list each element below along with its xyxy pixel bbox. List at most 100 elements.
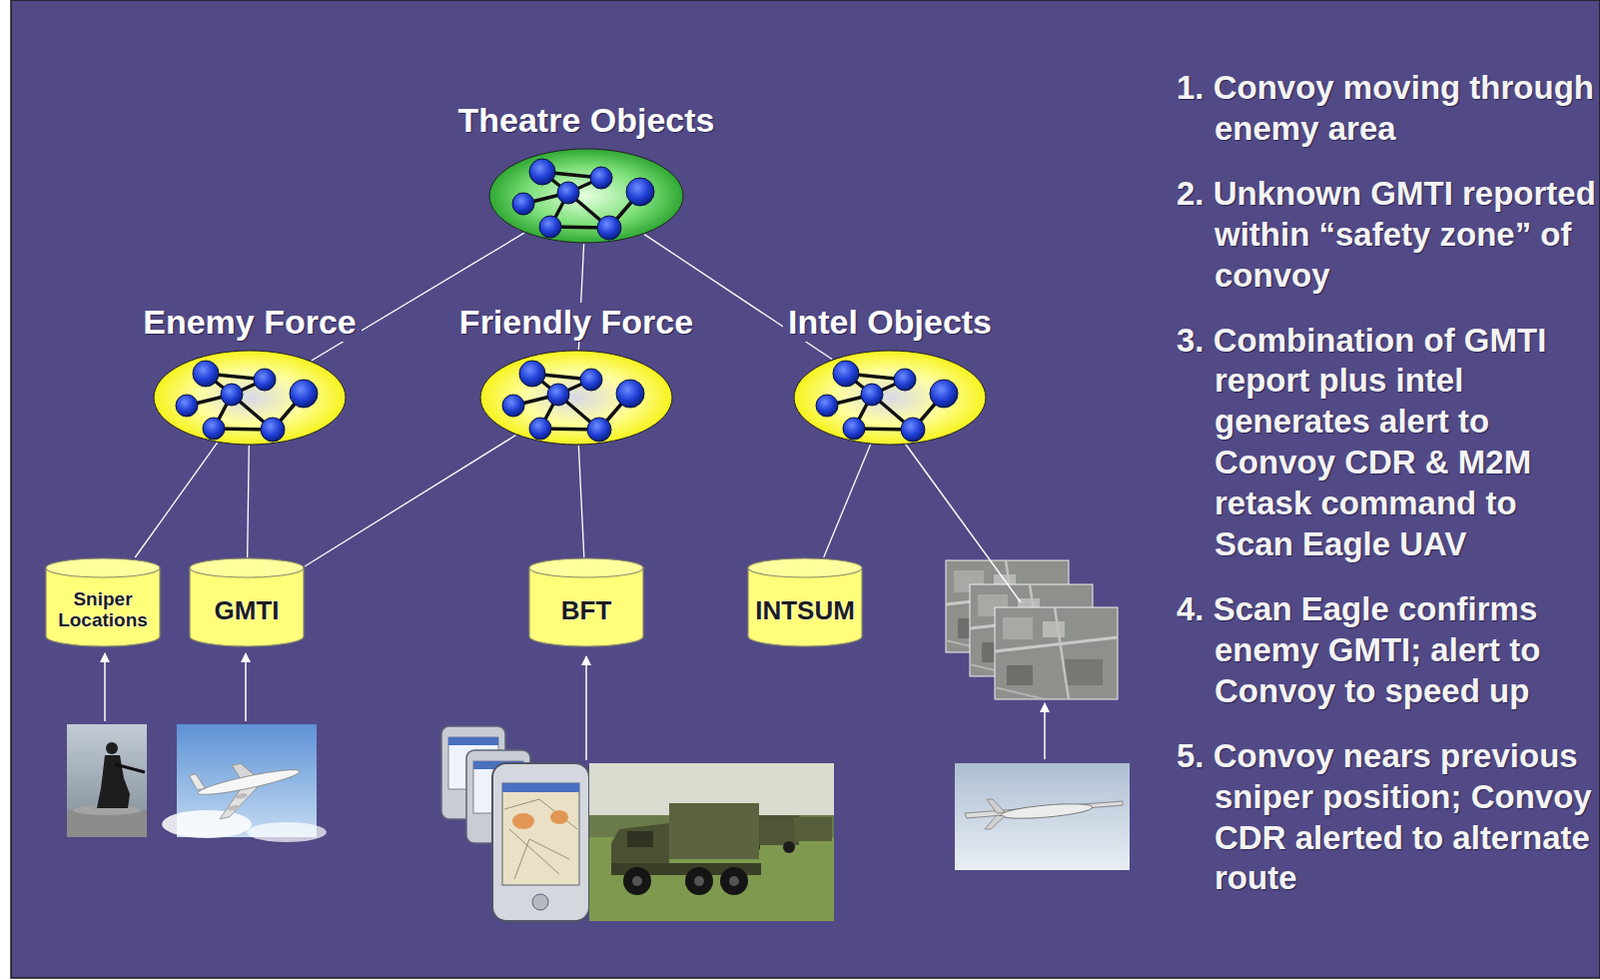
network-dot [587,417,612,442]
cylinder-body [189,567,304,647]
network-dot [860,383,883,406]
cylinder-body [748,567,862,647]
slide-background [10,0,1600,978]
uav-photo [1000,800,1094,821]
feed-arrows [585,656,588,761]
group-heading: Friendly Force [454,302,699,342]
aircraft-photo [161,809,252,838]
connector-line [823,444,871,558]
store-label: GMTI [214,596,280,625]
handheld-devices [492,763,590,921]
aerial-image-stack [945,560,1118,700]
network-shape [479,349,674,446]
network-dot [590,166,613,189]
ellipse-fill [794,350,986,445]
uav-photo [984,814,1005,829]
scenario-step: 2. Unknown GMTI reported within “safety … [1176,173,1597,297]
handheld-devices [502,783,580,793]
convoy-photo [589,763,834,921]
cylinder-body [45,567,160,647]
network-dot [616,379,645,408]
handheld-devices [550,809,569,824]
handheld-devices [532,893,549,910]
store-label: Sniper Locations [44,589,161,631]
ellipse-outline [793,349,987,446]
cylinder-cap [529,558,644,578]
group-heading: Intel Objects [783,302,997,342]
handheld-devices [512,812,535,829]
convoy-photo [589,763,834,921]
convoy-photo [627,830,654,847]
network-dot [557,181,580,204]
database-cylinder: INTSUM [747,557,863,648]
network-dot [539,215,562,238]
network-graph [815,360,958,442]
network-dot [597,215,622,240]
scenario-step: 3. Combination of GMTI report plus intel… [1176,320,1597,566]
sniper-photo [66,724,147,837]
aircraft-photo [234,792,248,800]
network-dot [253,368,276,391]
network-dot [815,394,838,417]
convoy-photo [669,802,760,859]
ellipse-fill [489,148,684,243]
group-heading: Theatre Objects [453,100,721,140]
database-cylinder: GMTI [188,557,305,648]
feed-arrows [1043,703,1046,760]
scenario-step: 1. Convoy moving through enemy area [1176,67,1597,150]
network-dot [289,379,318,408]
aircraft-photo [188,752,306,824]
uav-photo [986,799,1005,813]
convoy-photo [611,802,762,895]
uav-photo [954,763,1130,870]
network-dot [832,360,859,387]
network-dot [842,417,865,440]
network-shape [152,349,347,446]
handheld-devices [441,726,590,921]
convoy-photo [694,875,705,886]
sniper-photo [96,755,130,808]
network-dot [260,417,285,442]
aircraft-photo [246,821,327,842]
aircraft-photo [161,724,327,842]
network-dot [929,379,958,408]
scenario-step: 4. Scan Eagle confirms enemy GMTI; alert… [1176,589,1597,713]
network-dot [626,177,655,206]
handheld-devices [448,737,499,746]
database-cylinder: Sniper Locations [44,557,161,648]
connector-line [578,445,584,558]
convoy-photo [783,840,796,853]
network-dot [529,417,552,440]
cylinder-body [529,567,644,647]
network-dot [220,383,243,406]
aircraft-photo [196,765,301,799]
network-dot [580,368,603,391]
handheld-devices [502,783,580,885]
network-graph [512,158,655,240]
group-heading: Enemy Force [137,302,362,342]
network-dot [529,158,556,185]
aircraft-photo [227,803,241,811]
network-dot [512,192,535,215]
connector-line [304,435,517,567]
aircraft-photo [188,773,205,792]
handheld-devices [504,799,578,879]
feed-arrows [103,653,106,722]
ellipse-fill [480,350,673,445]
network-dot [519,360,546,387]
network-dot [502,394,525,417]
sniper-photo [114,764,145,773]
store-label: BFT [561,596,613,625]
ellipse-outline [152,349,347,446]
feed-arrows [244,653,247,722]
sniper-photo [105,742,118,755]
ellipse-outline [479,349,674,446]
connector-line [134,442,217,558]
convoy-photo [623,866,652,895]
convoy-photo [685,866,714,895]
database-cylinder: BFT [528,557,645,648]
network-dot [192,360,219,387]
network-graph [175,360,318,442]
network-dot [547,383,570,406]
cylinder-cap [45,558,160,578]
